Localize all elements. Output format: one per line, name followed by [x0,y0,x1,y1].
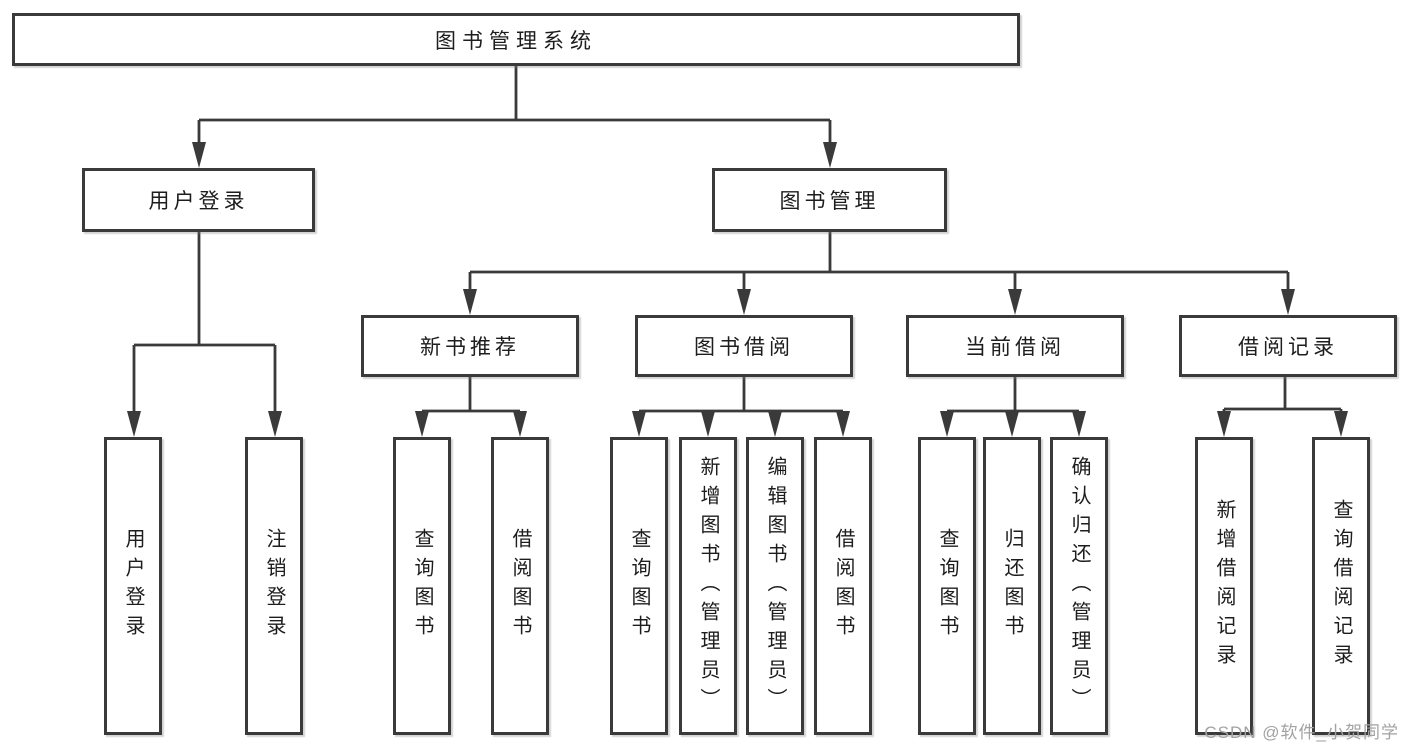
node-root: 图书管理系统 [12,13,1020,66]
node-current-borrow-label: 当前借阅 [965,336,1065,359]
leaf-borrow-books-label: 借阅图书 [832,528,854,644]
connector-book-borrow-fork [637,377,845,413]
leaf-add-book-admin-label: 新增图书（管理员） [697,455,719,717]
leaf-query-books-recommend-label: 查询图书 [411,528,433,644]
arrowhead [737,289,751,315]
leaf-return-book: 归还图书 [983,437,1041,735]
node-borrow-records: 借阅记录 [1179,315,1397,377]
connector-borrow-records-fork [1222,377,1343,413]
node-new-book-recommend-label: 新书推荐 [420,336,520,359]
leaf-return-book-label: 归还图书 [1001,528,1023,644]
arrowhead [940,411,954,437]
leaf-query-books-current-label: 查询图书 [936,528,958,644]
node-new-book-recommend: 新书推荐 [361,315,579,377]
connector-root-fork [197,66,832,146]
arrowhead [632,411,646,437]
leaf-borrow-books-recommend: 借阅图书 [491,437,549,735]
node-book-borrow: 图书借阅 [635,315,853,377]
csdn-watermark: CSDN @软件_小贺同学 [1204,723,1399,742]
arrowhead [1005,411,1019,437]
leaf-confirm-return-admin: 确认归还（管理员） [1050,437,1108,735]
arrowhead [268,411,282,437]
leaf-query-borrow-record: 查询借阅记录 [1312,437,1370,735]
node-book-management-label: 图书管理 [779,190,880,213]
connector-book-management-fork [468,232,1290,292]
arrowhead [1281,289,1295,315]
arrowhead [1072,411,1086,437]
node-root-label: 图书管理系统 [435,29,597,53]
leaf-borrow-books-recommend-label: 借阅图书 [509,528,531,644]
arrowhead [701,411,715,437]
leaf-edit-book-admin: 编辑图书（管理员） [746,437,804,735]
leaf-add-book-admin: 新增图书（管理员） [679,437,737,735]
leaf-query-books-current: 查询图书 [918,437,976,735]
leaf-query-borrow-record-label: 查询借阅记录 [1330,499,1352,673]
arrowhead [192,142,206,168]
arrowhead [1334,411,1348,437]
leaf-user-login: 用户登录 [104,437,162,735]
leaf-logout-label: 注销登录 [263,528,285,644]
arrowhead [463,289,477,315]
leaf-add-borrow-record-label: 新增借阅记录 [1213,499,1235,673]
arrowhead [127,411,141,437]
arrowhead [415,411,429,437]
leaf-confirm-return-admin-label: 确认归还（管理员） [1068,455,1090,717]
leaf-query-books-recommend: 查询图书 [393,437,451,735]
leaf-logout: 注销登录 [245,437,303,735]
arrowhead [513,411,527,437]
leaf-query-books-borrow-label: 查询图书 [628,528,650,644]
arrowhead [836,411,850,437]
leaf-borrow-books: 借阅图书 [814,437,872,735]
arrowhead [1008,289,1022,315]
node-book-borrow-label: 图书借阅 [694,336,794,359]
arrowhead [1217,411,1231,437]
arrowhead [768,411,782,437]
leaf-edit-book-admin-label: 编辑图书（管理员） [764,455,786,717]
connector-new-book-fork [420,377,522,413]
node-book-management: 图书管理 [712,168,947,232]
connector-current-borrow-fork [945,377,1081,413]
node-borrow-records-label: 借阅记录 [1238,336,1338,359]
arrowhead [823,142,837,168]
leaf-query-books-borrow: 查询图书 [610,437,668,735]
leaf-add-borrow-record: 新增借阅记录 [1195,437,1253,735]
node-current-borrow: 当前借阅 [906,315,1124,377]
node-user-login: 用户登录 [82,168,315,232]
node-user-login-label: 用户登录 [148,190,249,213]
connector-user-login-fork [132,232,277,415]
leaf-user-login-label: 用户登录 [122,528,144,644]
